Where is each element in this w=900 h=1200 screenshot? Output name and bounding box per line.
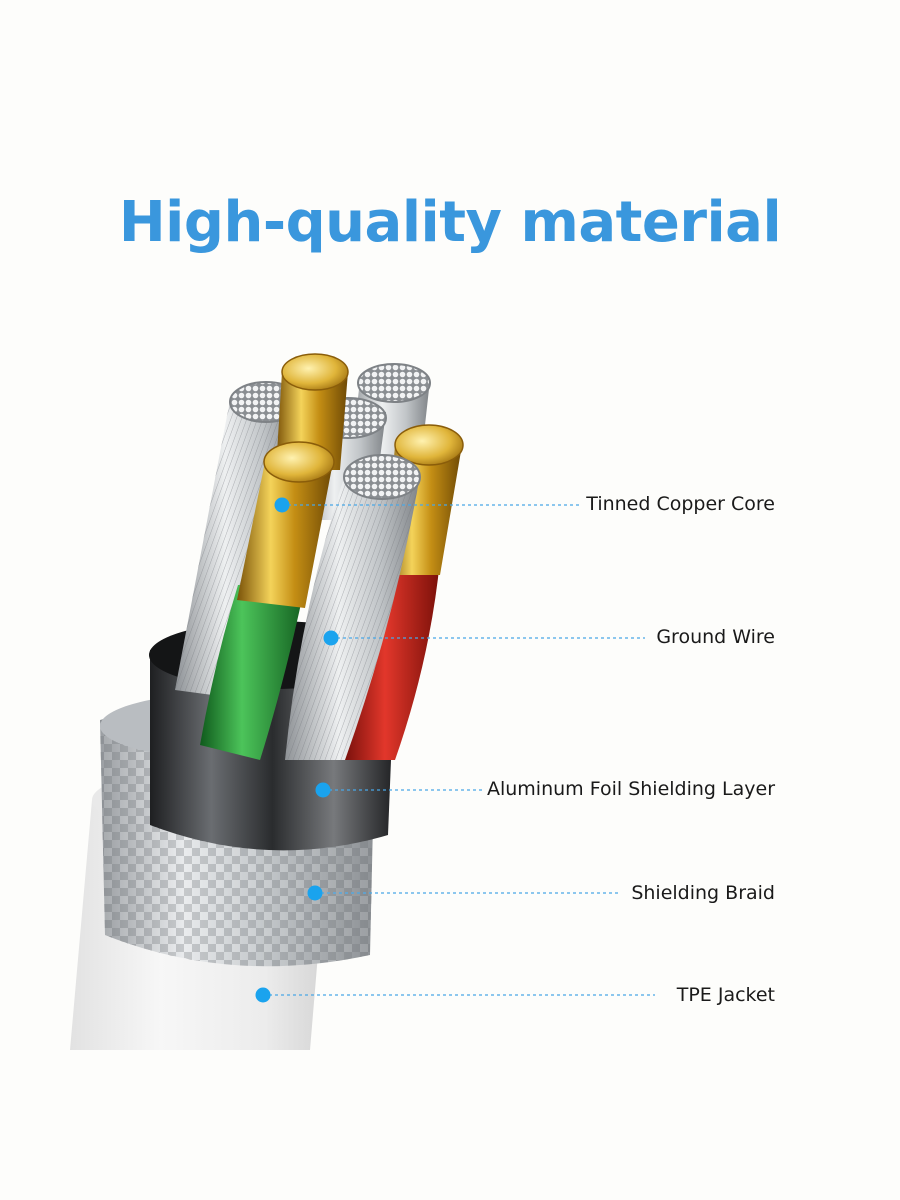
green-wire [200,441,335,760]
headline: High-quality material [118,190,782,255]
callout-dot [315,782,331,798]
callout-ground-wire [323,630,645,646]
label-aluminum-foil-shielding-layer: Aluminum Foil Shielding Layer [486,778,775,800]
callout-aluminum-foil [315,782,483,798]
callout-tinned-copper-core [274,497,580,513]
callout-dot [323,630,339,646]
callout-dot [274,497,290,513]
callout-tpe-jacket [255,987,655,1003]
callout-dot [307,885,323,901]
callout-dot [255,987,271,1003]
ground-wire [285,454,421,760]
label-tpe-jacket: TPE Jacket [676,984,775,1006]
callout-shielding-braid [307,885,620,901]
label-tinned-copper-core: Tinned Copper Core [586,493,775,515]
label-shielding-braid: Shielding Braid [631,882,775,904]
label-ground-wire: Ground Wire [656,626,775,648]
